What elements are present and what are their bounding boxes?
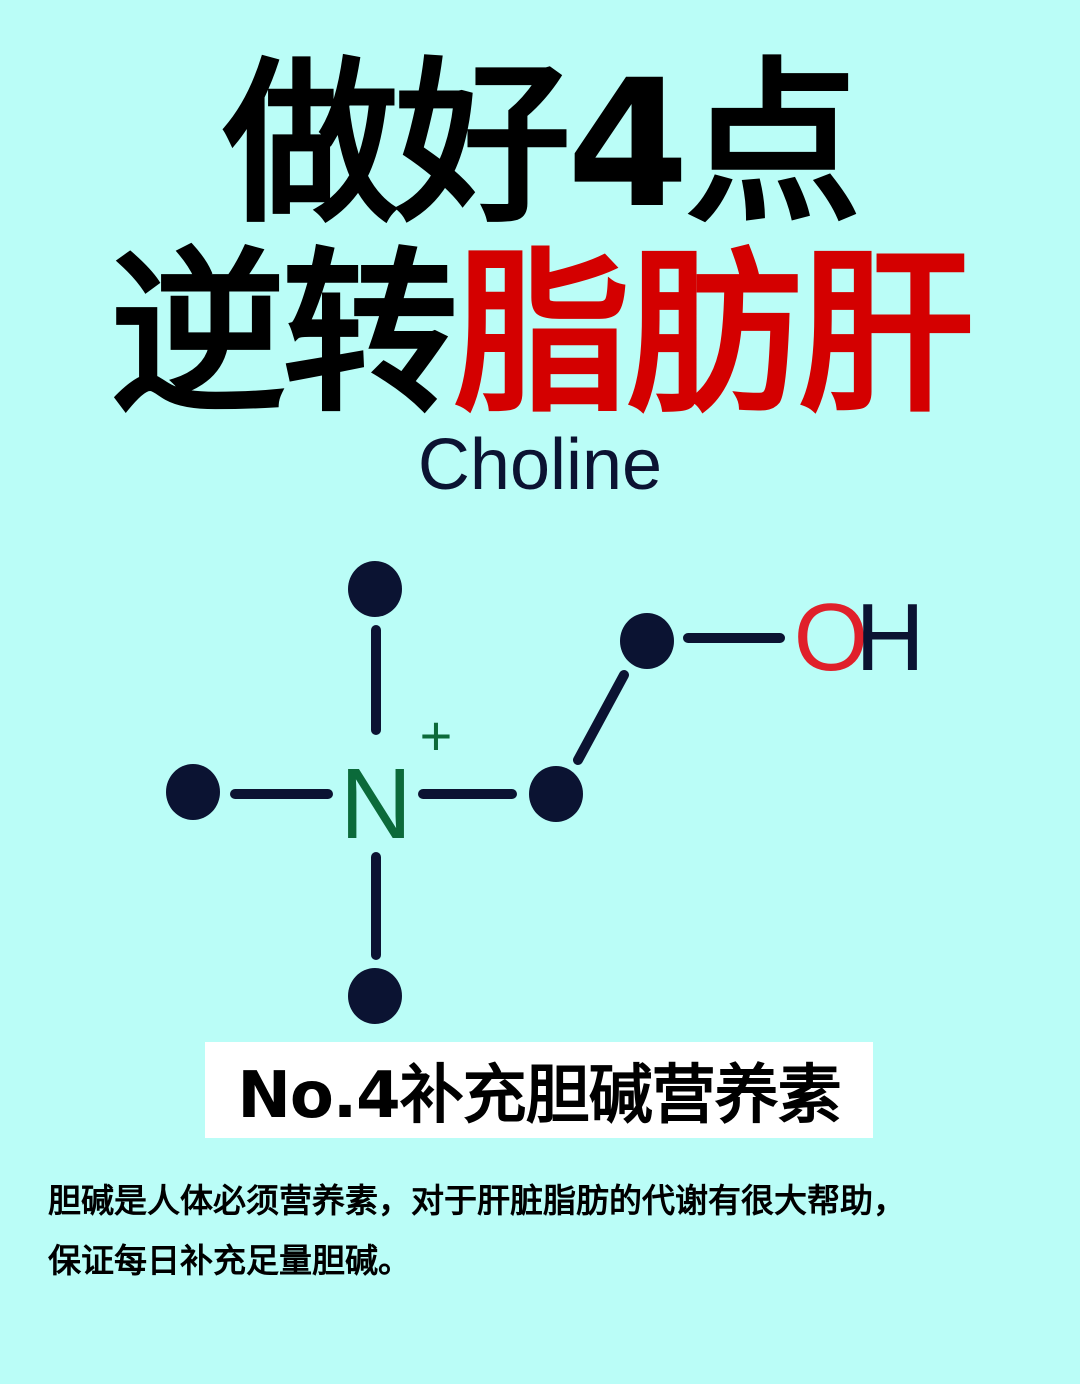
- title-line-2: 逆转脂肪肝: [0, 240, 1080, 430]
- bond-diagonal: [573, 670, 629, 765]
- atom-right: [529, 766, 583, 822]
- subtitle-choline: Choline: [417, 425, 663, 505]
- atom-left: [166, 764, 220, 820]
- description-line-2: 保证每日补充足量胆碱。: [48, 1241, 411, 1280]
- title-line-1: 做好4点: [222, 42, 861, 247]
- nitrogen-atom-label: N: [340, 748, 412, 860]
- atom-upper-right: [620, 613, 674, 669]
- atom-top: [348, 561, 402, 617]
- atom-bottom: [348, 968, 402, 1024]
- positive-charge-label: +: [420, 704, 453, 767]
- title-red-part: 脂肪肝: [454, 232, 974, 437]
- title-black-part: 逆转: [109, 232, 458, 437]
- hydrogen-label: H: [855, 584, 924, 691]
- point-four-banner: No.4补充胆碱营养素: [205, 1042, 873, 1138]
- banner-text: No.4补充胆碱营养素: [237, 1059, 841, 1133]
- oxygen-label: O: [794, 584, 869, 691]
- description-line-1: 胆碱是人体必须营养素，对于肝脏脂肪的代谢有很大帮助，: [48, 1181, 906, 1220]
